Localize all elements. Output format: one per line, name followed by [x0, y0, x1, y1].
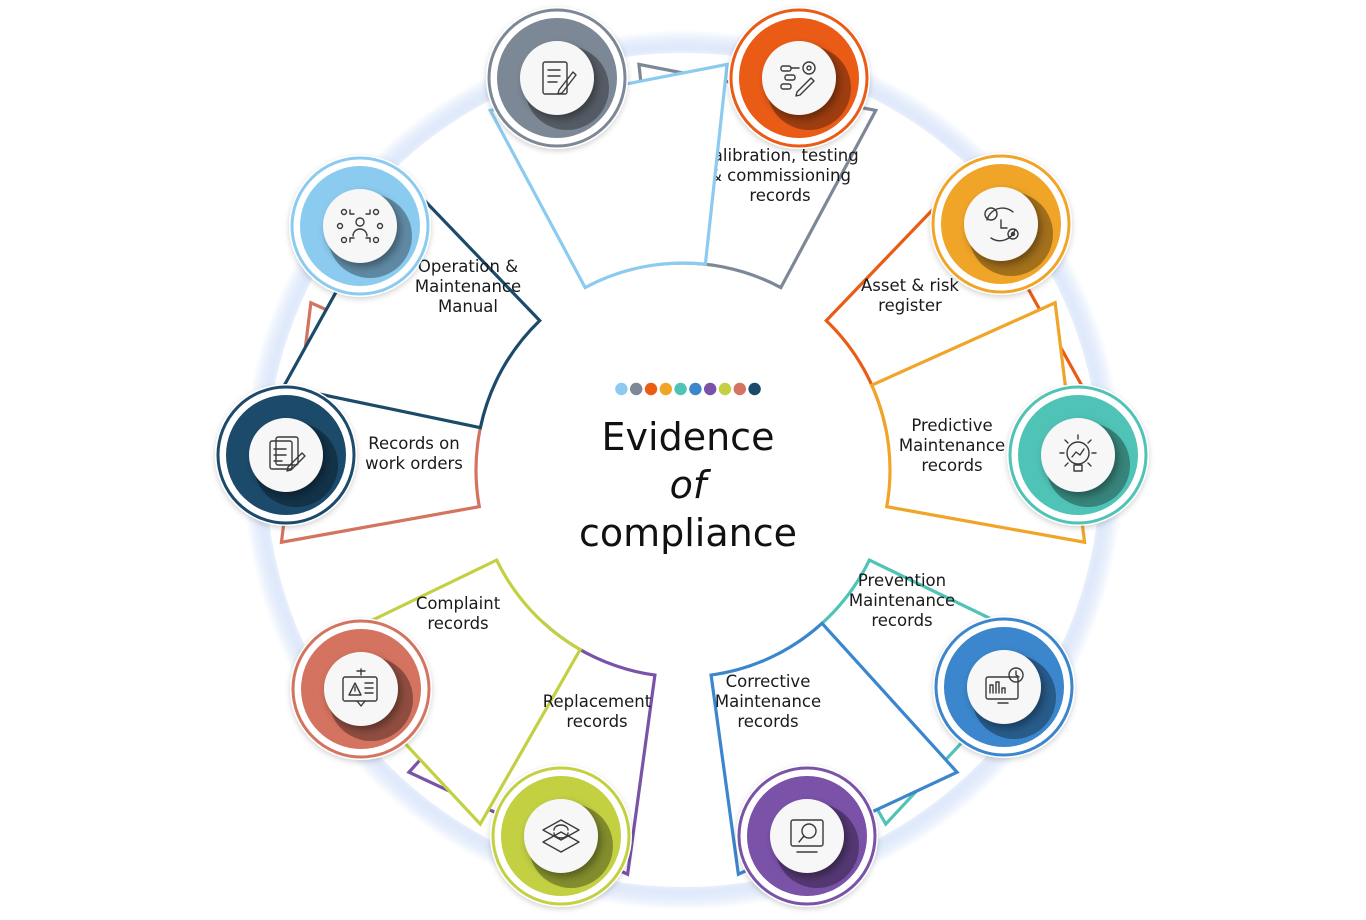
- badge-inner-disc: [324, 652, 398, 726]
- segment-label-line: Replacement: [543, 692, 652, 711]
- segment-label-line: records: [871, 611, 932, 630]
- segment-label-line: Prevention: [858, 571, 946, 590]
- work-order-icon: [269, 436, 306, 472]
- badge-inner-disc: [520, 41, 594, 115]
- color-dot: [689, 382, 702, 396]
- segments-layer: MaintenanceRecordsCalibration, testing& …: [279, 62, 1087, 877]
- badge-asset-risk-register: [930, 153, 1072, 295]
- segment-label-line: Maintenance: [849, 591, 955, 610]
- monitor-search-icon: [790, 819, 824, 853]
- badges-layer: [215, 7, 1149, 907]
- workflow-gear-icon: [780, 61, 816, 97]
- alert-message-icon: [342, 668, 378, 707]
- badge-calibration-records: [728, 7, 870, 149]
- badge-operation-maintenance-manual: [289, 155, 431, 297]
- center-circle: [478, 265, 888, 675]
- color-dot: [718, 382, 732, 396]
- segment-label-line: Corrective: [726, 672, 811, 691]
- badge-predictive-maintenance-records: [1007, 384, 1149, 526]
- segment-label-line: Calibration, testing: [701, 146, 858, 165]
- badge-replacement-records: [490, 765, 632, 907]
- segment-label-line: Maintenance: [715, 692, 821, 711]
- replace-cycle-icon: [542, 819, 580, 853]
- segment-label-line: work orders: [365, 454, 463, 473]
- badge-inner-disc: [524, 799, 598, 873]
- segment-label-line: records: [566, 712, 627, 731]
- bulb-chart-icon: [1059, 434, 1097, 472]
- segment-label-line: & commissioning: [709, 166, 851, 185]
- color-dot: [659, 382, 672, 396]
- monitor-clock-icon: [985, 667, 1024, 704]
- segment-label-line: Maintenance: [415, 277, 521, 296]
- segment-records-on-work-orders: [281, 172, 542, 430]
- segment-label-line: Asset & risk: [861, 276, 959, 295]
- badge-records-on-work-orders: [215, 384, 357, 526]
- segment-label-line: Maintenance: [899, 436, 1005, 455]
- color-dots: [615, 382, 761, 396]
- segment-label-line: records: [737, 712, 798, 731]
- segment-label-line: records: [749, 186, 810, 205]
- badge-inner-disc: [762, 41, 836, 115]
- segment-label-line: Records on: [368, 434, 459, 453]
- segment-label-line: register: [878, 296, 942, 315]
- segment-label-line: records: [427, 614, 488, 633]
- color-dot: [733, 382, 746, 396]
- color-dot: [630, 382, 643, 396]
- document-edit-icon: [542, 61, 577, 95]
- clock-cycle-gear-icon: [984, 207, 1019, 242]
- badge-complaint-records: [290, 618, 432, 760]
- segment-outline: [281, 172, 542, 430]
- segment-label-line: Operation &: [418, 257, 518, 276]
- color-dot: [644, 382, 658, 396]
- person-network-icon: [336, 208, 384, 244]
- color-dot: [748, 382, 761, 396]
- color-dot: [615, 382, 628, 396]
- center-title-line2: of: [670, 463, 712, 507]
- badge-prevention-maintenance-records: [933, 616, 1075, 758]
- badge-maintenance-records: [486, 7, 628, 149]
- segment-label-line: Manual: [438, 297, 498, 316]
- color-dot: [674, 382, 687, 396]
- segment-label-line: records: [921, 456, 982, 475]
- badge-inner-disc: [770, 799, 844, 873]
- badge-corrective-maintenance-records: [736, 765, 878, 907]
- badge-inner-disc: [1041, 418, 1115, 492]
- center-title-line1: Evidence: [602, 415, 775, 459]
- color-dot: [704, 382, 717, 396]
- segment-label-line: Predictive: [911, 416, 992, 435]
- segment-label-line: Complaint: [416, 594, 501, 613]
- center-title-line3: compliance: [579, 511, 797, 555]
- badge-inner-disc: [967, 650, 1041, 724]
